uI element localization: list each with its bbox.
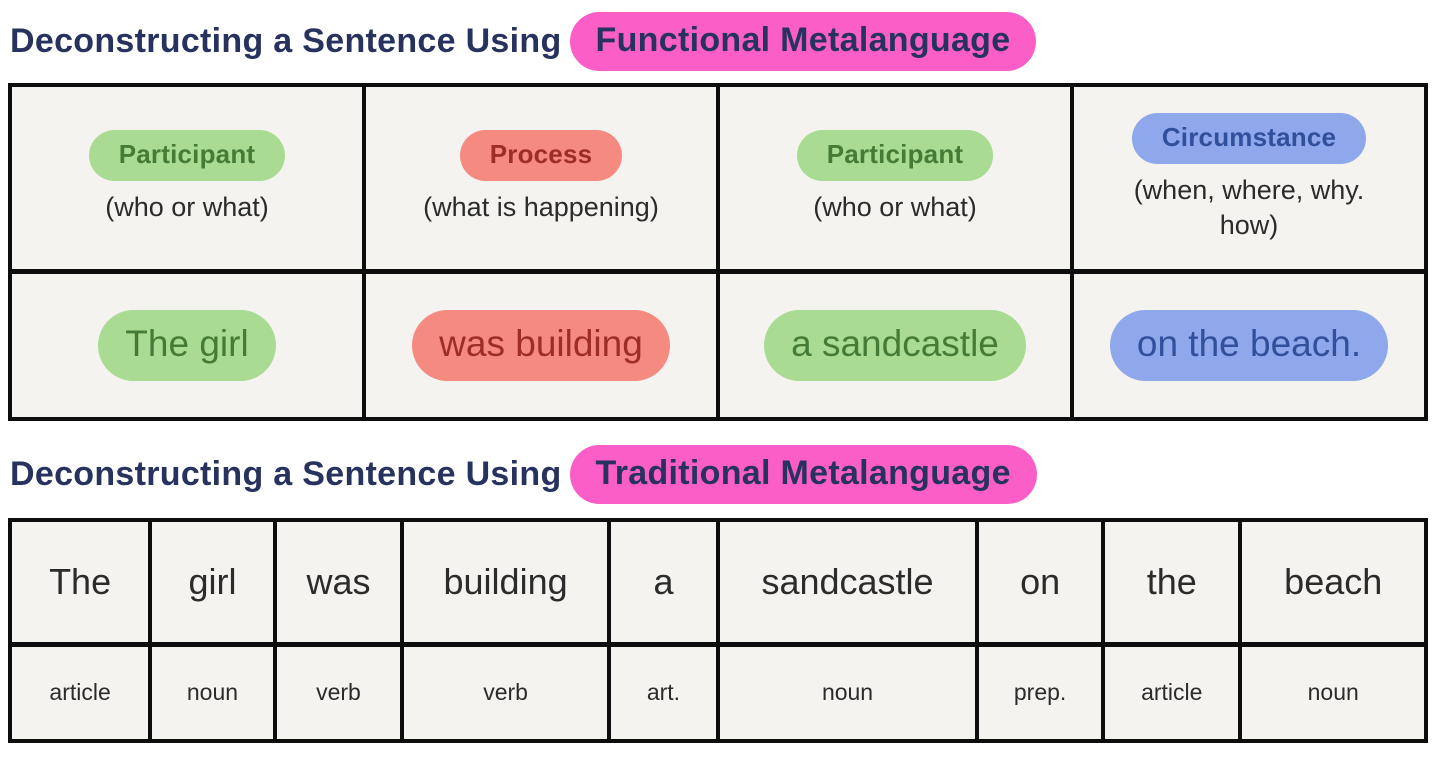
functional-title-highlight: Functional Metalanguage: [569, 12, 1037, 71]
functional-table: Participant (who or what) Process (what …: [8, 83, 1428, 421]
process-pill: Process: [459, 130, 623, 182]
word-cell: the: [1101, 518, 1243, 647]
word-cell: girl: [148, 518, 277, 647]
word-cell: was: [272, 518, 405, 647]
traditional-title-highlight: Traditional Metalanguage: [569, 445, 1037, 504]
traditional-title: Deconstructing a Sentence Using Traditio…: [10, 445, 1428, 504]
pos-cell: article: [1101, 642, 1243, 743]
part-of-speech-row: article noun verb verb art. noun prep. a…: [7, 642, 1428, 743]
traditional-table: The girl was building a sandcastle on th…: [7, 518, 1428, 743]
word-cell: a: [606, 518, 720, 647]
word-cell: building: [400, 518, 611, 647]
sentence-cell-4: on the beach.: [1070, 269, 1428, 421]
header-cell-circumstance: Circumstance (when, where, why. how): [1070, 83, 1428, 274]
participant-sub-1: (who or what): [105, 192, 269, 223]
sentence-pill-a-sandcastle: a sandcastle: [764, 309, 1026, 381]
pos-cell: noun: [148, 642, 277, 743]
process-sub: (what is happening): [423, 192, 659, 223]
word-row: The girl was building a sandcastle on th…: [7, 518, 1428, 647]
pos-cell: verb: [272, 642, 405, 743]
functional-header-row: Participant (who or what) Process (what …: [8, 83, 1428, 274]
functional-title-prefix: Deconstructing a Sentence Using: [10, 22, 562, 60]
header-cell-process: Process (what is happening): [362, 83, 720, 274]
sentence-cell-2: was building: [362, 269, 720, 421]
pos-cell: art.: [606, 642, 720, 743]
header-cell-participant-2: Participant (who or what): [716, 83, 1074, 274]
header-cell-participant-1: Participant (who or what): [8, 83, 366, 274]
circumstance-sub: (when, where, why. how): [1133, 174, 1365, 240]
sentence-pill-the-girl: The girl: [98, 309, 276, 381]
word-cell: sandcastle: [715, 518, 980, 647]
word-cell: beach: [1238, 518, 1428, 647]
participant-pill-1: Participant: [88, 130, 286, 182]
word-cell: on: [975, 518, 1106, 647]
worksheet-page: Deconstructing a Sentence Using Function…: [7, 12, 1428, 743]
pos-cell: prep.: [975, 642, 1106, 743]
sentence-cell-3: a sandcastle: [716, 269, 1074, 421]
pos-cell: noun: [715, 642, 980, 743]
functional-title: Deconstructing a Sentence Using Function…: [10, 12, 1428, 71]
pos-cell: article: [7, 642, 153, 743]
participant-pill-2: Participant: [796, 130, 994, 182]
circumstance-pill: Circumstance: [1131, 112, 1367, 164]
pos-cell: verb: [400, 642, 611, 743]
sentence-pill-was-building: was building: [412, 309, 670, 381]
pos-cell: noun: [1238, 642, 1428, 743]
participant-sub-2: (who or what): [813, 192, 977, 223]
word-cell: The: [7, 518, 153, 647]
sentence-cell-1: The girl: [8, 269, 366, 421]
functional-sentence-row: The girl was building a sandcastle on th…: [8, 269, 1428, 421]
traditional-title-prefix: Deconstructing a Sentence Using: [10, 455, 562, 493]
sentence-pill-on-the-beach: on the beach.: [1109, 309, 1389, 381]
